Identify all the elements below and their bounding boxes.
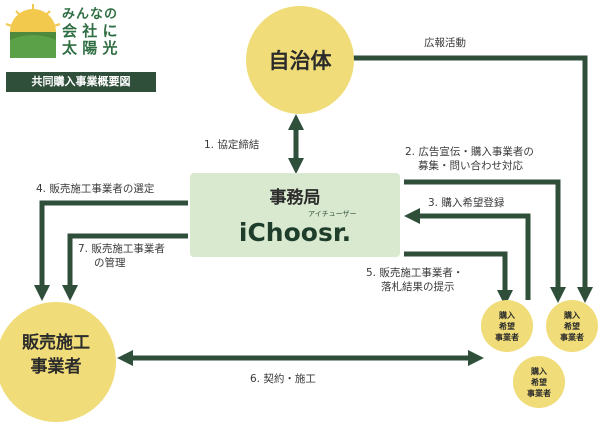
municipality-label: 自治体 xyxy=(268,49,332,73)
buyer-1-label-3: 事業者 xyxy=(495,332,519,342)
logo-wordmark: みんなの 会 社 に 太 陽 光 xyxy=(62,6,118,57)
arrow-pr xyxy=(350,55,594,304)
label-agreement: 1. 協定締結 xyxy=(204,139,260,151)
buyer-1-label-2: 希望 xyxy=(499,321,515,331)
buyer-2-label-2: 希望 xyxy=(564,321,580,331)
label-recruit-1: 2. 広告宣伝・購入事業者の xyxy=(405,146,534,158)
label-manage-1: 7. 販売施工事業者 xyxy=(78,243,165,255)
buyer-2-label-3: 事業者 xyxy=(560,332,584,342)
arrow-result xyxy=(404,251,514,307)
buyer-1-label-1: 購入 xyxy=(499,310,515,320)
office-title: 事務局 xyxy=(269,188,321,208)
flow-arrows xyxy=(5,4,594,367)
label-pr: 広報活動 xyxy=(424,37,466,49)
office-brand-ruby: アイチューザー xyxy=(308,210,357,218)
municipality-node: 自治体 xyxy=(246,6,354,114)
buyer-2-label-1: 購入 xyxy=(564,310,580,320)
label-select: 4. 販売施工事業者の選定 xyxy=(36,183,155,195)
diagram-canvas: みんなの 会 社 に 太 陽 光 共同購入事業概要図 自治体 事務局 アイチュー… xyxy=(0,4,598,422)
arrow-manage xyxy=(61,233,188,302)
contractor-label-2: 事業者 xyxy=(30,357,82,377)
diagram-title: 共同購入事業概要図 xyxy=(6,72,156,92)
buyer-3-label-2: 希望 xyxy=(531,377,547,387)
buyer-node-3: 購入 希望 事業者 xyxy=(513,356,565,408)
buyer-3-label-1: 購入 xyxy=(531,366,547,376)
arrow-select xyxy=(33,200,188,302)
logo-line-1: みんなの xyxy=(62,7,119,22)
label-contract: 6. 契約・施工 xyxy=(250,373,316,385)
label-register: 3. 購入希望登録 xyxy=(428,197,505,209)
label-recruit-2: 募集・問い合わせ対応 xyxy=(418,160,523,172)
arrow-register xyxy=(403,207,531,300)
office-node: 事務局 アイチューザー iChoosr. xyxy=(190,173,400,257)
office-brand-logo: iChoosr. xyxy=(238,218,352,247)
sun-logo-icon xyxy=(5,4,61,58)
logo-line-3: 太 陽 光 xyxy=(62,39,118,57)
label-manage-2: の管理 xyxy=(94,257,126,269)
buyer-3-label-3: 事業者 xyxy=(527,388,551,398)
contractor-node: 販売施工 事業者 xyxy=(0,302,116,422)
buyer-node-1: 購入 希望 事業者 xyxy=(481,300,533,352)
contractor-label-1: 販売施工 xyxy=(22,333,90,353)
arrow-recruit xyxy=(404,179,567,304)
label-result-2: 落札結果の提示 xyxy=(381,281,455,293)
label-result-1: 5. 販売施工事業者・ xyxy=(366,267,464,279)
buyer-node-2: 購入 希望 事業者 xyxy=(546,300,598,352)
logo-line-2: 会 社 に xyxy=(62,22,118,40)
